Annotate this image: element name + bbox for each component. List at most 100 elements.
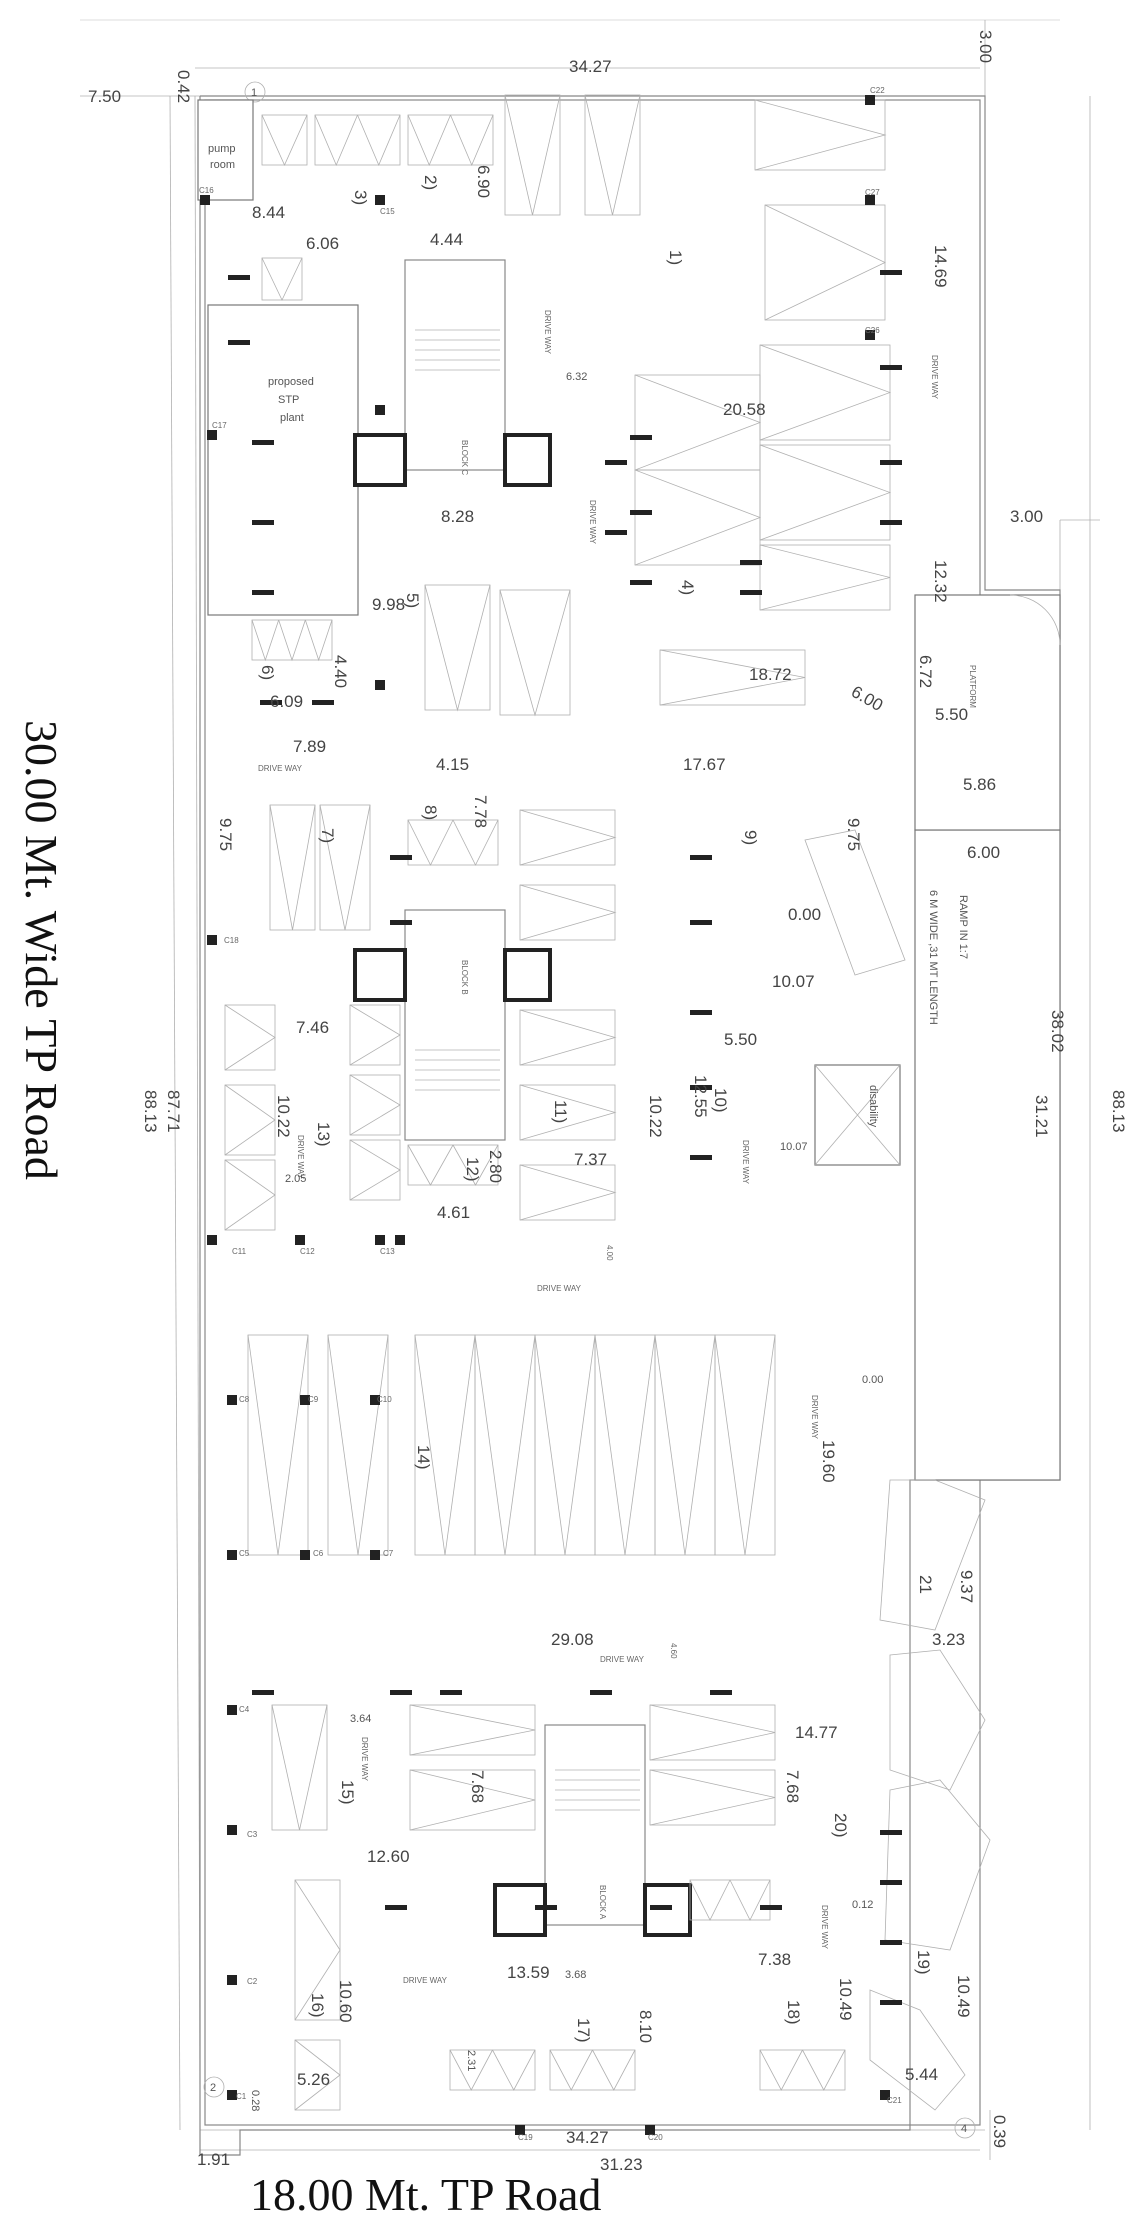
drive-way-label: DRIVE WAY	[258, 764, 303, 773]
dim-bottom-3123: 31.23	[600, 2155, 643, 2174]
parking-number-21: 21	[916, 1575, 935, 1594]
wall-stub	[880, 520, 902, 525]
pump-room-label-1: pump	[208, 143, 236, 155]
parking-bay	[224, 1004, 276, 1071]
parking-bay-mark	[634, 469, 762, 566]
parking-number-17: 17)	[574, 2018, 593, 2043]
column-marker	[300, 1550, 310, 1560]
parking-bay-mark	[729, 1879, 771, 1921]
dim-1469: 14.69	[931, 245, 950, 288]
parking-bay	[499, 589, 571, 716]
dim-998: 9.98	[372, 595, 405, 614]
parking-bay-mark	[492, 2049, 536, 2091]
dim-364: 3.64	[350, 1713, 371, 1725]
wall-stub	[880, 270, 902, 275]
wall-stub	[252, 1690, 274, 1695]
dim-012: 0.12	[852, 1899, 873, 1911]
column-label-c1: C1	[236, 2092, 247, 2101]
column-marker	[295, 1235, 305, 1245]
dim-8771: 87.71	[164, 1090, 183, 1133]
parking-number-6: 6)	[258, 665, 277, 680]
parking-bay-mark	[634, 374, 762, 471]
wall-stub	[880, 460, 902, 465]
parking-number-9: 9)	[741, 830, 760, 845]
wall-stub	[590, 1690, 612, 1695]
parking-bay	[759, 544, 891, 611]
parking-bay	[519, 1164, 616, 1221]
dim-1359: 13.59	[507, 1963, 550, 1982]
dim-1022b: 10.22	[646, 1095, 665, 1138]
parking-bay	[424, 584, 491, 711]
pump-room: pump room	[197, 99, 254, 201]
dim-937: 9.37	[957, 1570, 976, 1603]
parking-bay	[754, 99, 886, 171]
parking-bay-mark	[649, 1769, 776, 1826]
column-label-c9: C9	[308, 1395, 319, 1404]
wall-stub	[605, 460, 627, 465]
column-label-c16: C16	[199, 186, 214, 195]
parking-bay-mark	[261, 257, 303, 301]
disability-space: disability	[814, 1064, 901, 1166]
parking-bay	[584, 94, 641, 216]
corner-marks: 1 2 4	[203, 81, 976, 2139]
stp-label-3: plant	[280, 412, 304, 424]
column-label-c20: C20	[648, 2133, 663, 2142]
corner-mark-2: 2	[210, 2082, 216, 2094]
dim-415: 4.15	[436, 755, 469, 774]
wall-stub	[690, 855, 712, 860]
drive-way-label: DRIVE WAY	[537, 1284, 582, 1293]
column-label-c4: C4	[239, 1705, 250, 1714]
parking-bay-mark	[224, 1159, 276, 1231]
column-markers	[200, 95, 902, 2135]
column-label-c3: C3	[247, 1830, 258, 1839]
dim-028: 0.28	[249, 2090, 261, 2111]
dim-top-left-offset: 7.50	[88, 87, 121, 106]
parking-bay	[759, 444, 891, 541]
dim-975b: 9.75	[844, 818, 863, 851]
dim-top-left-small: 0.42	[174, 70, 193, 103]
parking-bay-mark	[474, 1334, 536, 1556]
dimension-labels: 34.27 3.00 7.50 0.42 8.44 6.06 4.44 6.90…	[88, 30, 1128, 2174]
dim-440: 4.40	[331, 655, 350, 688]
parking-bay-mark	[409, 1769, 536, 1831]
parking-bay	[519, 884, 616, 941]
dim-1477: 14.77	[795, 1723, 838, 1742]
platform-label: PLATFORM	[968, 665, 977, 708]
dim-600b: 6.00	[967, 843, 1000, 862]
dim-778: 7.78	[471, 795, 490, 828]
parking-bay-mark	[349, 1074, 401, 1136]
column-marker	[227, 1550, 237, 1560]
column-marker	[865, 195, 875, 205]
parking-bay-mark	[357, 114, 401, 167]
wall-stub	[880, 1940, 902, 1945]
dim-1260: 12.60	[367, 1847, 410, 1866]
dim-1060: 10.60	[336, 1980, 355, 2023]
parking-bay-mark	[327, 1334, 389, 1556]
parking-bay-mark	[349, 1139, 401, 1201]
parking-bay-mark	[414, 1334, 476, 1556]
dim-3121: 31.21	[1032, 1095, 1051, 1138]
parking-bay	[349, 1139, 401, 1201]
pump-room-label-2: room	[210, 159, 235, 171]
parking-bay-mark	[314, 114, 358, 167]
column-label-c22: C22	[870, 86, 885, 95]
corner-mark-1: 1	[251, 87, 257, 99]
parking-number-14: 14)	[414, 1445, 433, 1470]
dim-609: 6.09	[270, 692, 303, 711]
dim-460: 4.60	[669, 1643, 678, 1659]
dim-737: 7.37	[574, 1150, 607, 1169]
parking-bay	[654, 1334, 716, 1556]
parking-bay	[504, 94, 561, 216]
wall-stub	[228, 275, 250, 280]
parking-number-12: 12)	[463, 1157, 482, 1182]
parking-bay-mark	[584, 94, 641, 216]
wall-stub	[630, 435, 652, 440]
parking-number-1: 1)	[666, 250, 685, 265]
parking-bay	[634, 469, 761, 566]
parking-number-10: 10)	[711, 1088, 730, 1113]
column-marker	[207, 430, 217, 440]
dim-8813-right: 88.13	[1109, 1090, 1128, 1133]
parking-number-16: 16)	[308, 1993, 327, 2018]
wall-stub	[385, 1905, 407, 1910]
parking-bay	[519, 1009, 616, 1066]
